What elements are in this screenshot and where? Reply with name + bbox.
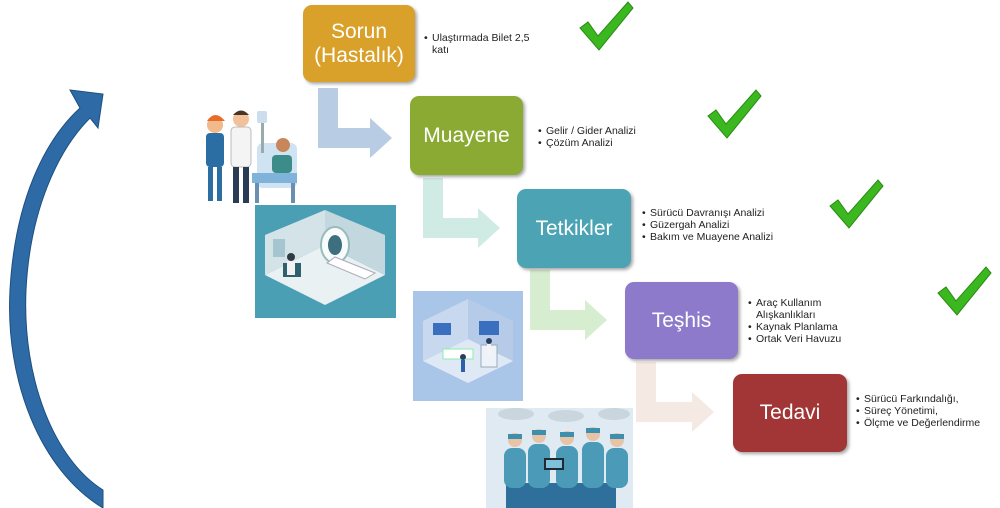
bullet-item: Ortak Veri Havuzu [748, 333, 858, 345]
step-muayene: Muayene [410, 96, 523, 175]
step-tedavi-label: Tedavi [759, 401, 821, 424]
bullet-item: Ulaştırmada Bilet 2,5 katı [424, 32, 544, 56]
check-icon [707, 89, 762, 139]
step-muayene-label: Muayene [423, 123, 510, 147]
bullets-teshis: Araç Kullanım Alışkanlıkları Kaynak Plan… [748, 297, 858, 345]
bullet-item: Kaynak Planlama [748, 321, 858, 333]
step-tedavi: Tedavi [733, 374, 847, 452]
bullet-item: Araç Kullanım Alışkanlıkları [748, 297, 858, 321]
step-tetkikler: Tetkikler [517, 189, 631, 268]
connector-arrow-1 [318, 88, 392, 158]
check-icon [937, 266, 992, 316]
mri-room-illustration [255, 205, 396, 318]
nurses-patient-illustration [197, 103, 300, 211]
bullets-tedavi: Sürücü Farkındalığı, Süreç Yönetimi, Ölç… [856, 393, 996, 429]
surgery-team-illustration [486, 408, 633, 508]
bullets-muayene: Gelir / Gider Analizi Çözüm Analizi [538, 125, 668, 149]
lab-room-illustration [413, 291, 523, 401]
step-tetkikler-label: Tetkikler [535, 216, 613, 240]
bullets-tetkikler: Sürücü Davranışı Analizi Güzergah Analiz… [642, 207, 782, 243]
bullet-item: Bakım ve Muayene Analizi [642, 231, 782, 243]
bullet-item: Ölçme ve Değerlendirme [856, 417, 996, 429]
bullet-item: Süreç Yönetimi, [856, 405, 996, 417]
connector-arrow-4 [636, 362, 714, 432]
step-sorun-label: Sorun (Hastalık) [314, 19, 404, 67]
bullet-item: Sürücü Farkındalığı, [856, 393, 996, 405]
bullets-sorun: Ulaştırmada Bilet 2,5 katı [424, 32, 544, 56]
step-teshis: Teşhis [625, 282, 738, 359]
step-sorun: Sorun (Hastalık) [303, 5, 415, 82]
step-teshis-label: Teşhis [651, 308, 712, 332]
bullet-item: Güzergah Analizi [642, 219, 782, 231]
bullet-item: Sürücü Davranışı Analizi [642, 207, 782, 219]
connector-arrow-2 [423, 178, 500, 248]
bullet-item: Çözüm Analizi [538, 137, 668, 149]
bullet-item: Gelir / Gider Analizi [538, 125, 668, 137]
check-icon [829, 179, 884, 229]
check-icon [579, 1, 634, 51]
connector-arrow-3 [530, 270, 607, 340]
